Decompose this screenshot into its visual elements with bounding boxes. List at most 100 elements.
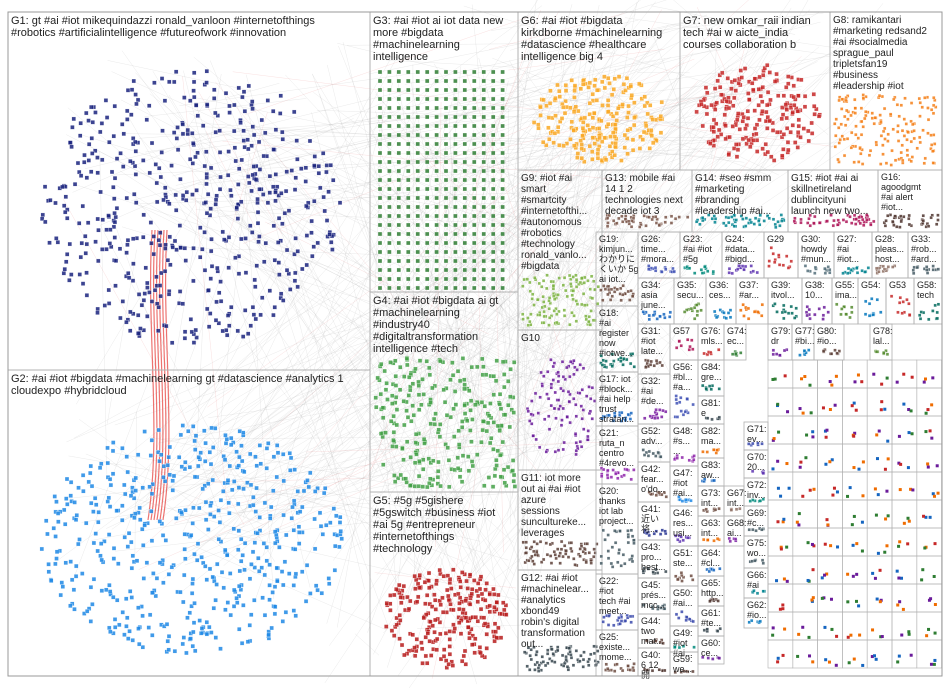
network-node[interactable]: [632, 468, 636, 472]
network-node[interactable]: [133, 172, 139, 177]
network-node[interactable]: [765, 149, 770, 155]
network-node[interactable]: [200, 486, 205, 492]
network-node[interactable]: [443, 631, 449, 636]
network-node[interactable]: [70, 125, 75, 130]
network-node[interactable]: [573, 365, 577, 370]
network-node[interactable]: [322, 208, 327, 214]
group-cell-g82[interactable]: G82:ma...: [697, 423, 725, 459]
network-node[interactable]: [902, 372, 906, 376]
network-node[interactable]: [80, 203, 85, 209]
network-node[interactable]: [266, 632, 271, 638]
network-node[interactable]: [875, 457, 879, 461]
network-node[interactable]: [288, 455, 294, 461]
network-node[interactable]: [61, 271, 67, 276]
network-node[interactable]: [936, 218, 940, 222]
network-node[interactable]: [324, 169, 329, 175]
network-node[interactable]: [524, 546, 528, 550]
network-node[interactable]: [494, 600, 499, 605]
network-node[interactable]: [755, 149, 760, 154]
network-node[interactable]: [462, 141, 468, 147]
network-node[interactable]: [434, 222, 439, 228]
network-node[interactable]: [321, 151, 326, 156]
network-node[interactable]: [625, 128, 630, 133]
network-node[interactable]: [504, 612, 509, 617]
network-node[interactable]: [491, 586, 496, 592]
network-node[interactable]: [160, 128, 165, 133]
network-node[interactable]: [569, 119, 575, 125]
network-node[interactable]: [583, 275, 587, 280]
network-node[interactable]: [798, 465, 802, 469]
network-node[interactable]: [648, 363, 653, 367]
network-node[interactable]: [106, 287, 111, 293]
network-node[interactable]: [780, 219, 784, 223]
network-node[interactable]: [828, 271, 832, 275]
network-node[interactable]: [660, 528, 664, 532]
network-node[interactable]: [882, 267, 887, 271]
network-node[interactable]: [272, 305, 277, 310]
network-node[interactable]: [146, 625, 151, 630]
network-node[interactable]: [122, 632, 127, 637]
network-node[interactable]: [261, 541, 267, 546]
network-node[interactable]: [377, 222, 383, 228]
network-node[interactable]: [127, 629, 132, 634]
network-node[interactable]: [564, 655, 568, 659]
network-node[interactable]: [182, 246, 187, 251]
network-node[interactable]: [443, 114, 449, 120]
network-node[interactable]: [387, 96, 392, 102]
network-node[interactable]: [574, 414, 578, 418]
network-node[interactable]: [318, 185, 323, 191]
network-node[interactable]: [121, 131, 126, 137]
network-node[interactable]: [393, 358, 398, 364]
network-node[interactable]: [162, 98, 168, 103]
network-node[interactable]: [145, 314, 150, 319]
network-node[interactable]: [174, 516, 179, 521]
network-node[interactable]: [500, 177, 505, 183]
network-node[interactable]: [453, 114, 458, 120]
network-node[interactable]: [785, 140, 791, 145]
network-node[interactable]: [414, 637, 420, 642]
network-node[interactable]: [718, 308, 722, 312]
network-node[interactable]: [405, 362, 410, 368]
network-node[interactable]: [899, 103, 904, 107]
network-node[interactable]: [45, 531, 50, 537]
network-node[interactable]: [86, 158, 91, 163]
network-node[interactable]: [264, 466, 269, 471]
network-node[interactable]: [142, 291, 147, 296]
network-node[interactable]: [781, 147, 786, 152]
network-node[interactable]: [729, 508, 734, 512]
network-node[interactable]: [882, 106, 887, 111]
network-node[interactable]: [691, 402, 695, 407]
network-node[interactable]: [910, 375, 914, 379]
network-node[interactable]: [393, 383, 399, 388]
network-node[interactable]: [217, 187, 223, 192]
group-cell-g74[interactable]: G74:ec...: [723, 323, 747, 361]
network-node[interactable]: [107, 140, 112, 145]
network-node[interactable]: [569, 541, 574, 545]
group-cell-g51[interactable]: G51:ste...: [669, 545, 699, 587]
network-node[interactable]: [324, 523, 329, 528]
network-node[interactable]: [236, 528, 241, 533]
network-node[interactable]: [99, 461, 104, 466]
network-node[interactable]: [702, 477, 707, 481]
network-node[interactable]: [434, 195, 439, 201]
network-node[interactable]: [292, 109, 297, 115]
network-node[interactable]: [658, 314, 662, 319]
network-node[interactable]: [269, 504, 274, 510]
network-node[interactable]: [676, 538, 680, 542]
network-node[interactable]: [572, 95, 577, 100]
network-node[interactable]: [668, 310, 673, 315]
network-node[interactable]: [387, 177, 392, 183]
network-node[interactable]: [645, 111, 650, 117]
network-node[interactable]: [902, 215, 906, 219]
network-node[interactable]: [535, 298, 540, 302]
network-node[interactable]: [391, 413, 396, 419]
network-node[interactable]: [99, 588, 105, 593]
network-node[interactable]: [616, 560, 620, 565]
network-node[interactable]: [106, 495, 111, 501]
network-node[interactable]: [102, 539, 107, 544]
network-node[interactable]: [83, 251, 88, 256]
network-node[interactable]: [236, 547, 241, 552]
network-node[interactable]: [292, 252, 297, 257]
network-node[interactable]: [453, 267, 458, 273]
network-node[interactable]: [781, 132, 787, 137]
